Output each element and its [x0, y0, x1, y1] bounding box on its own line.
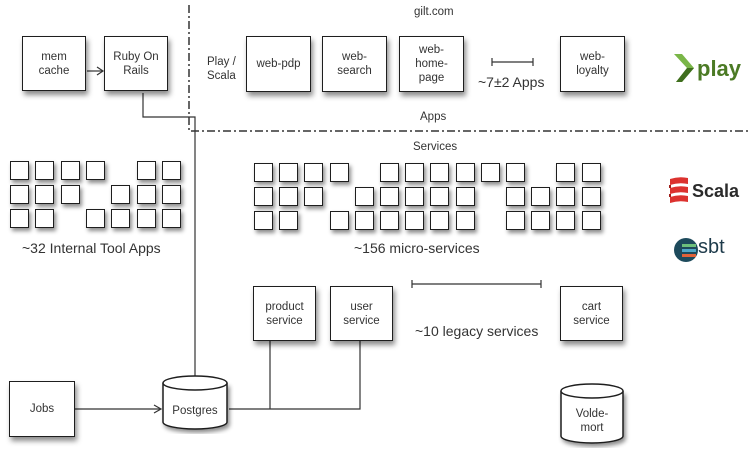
micro-service-box: [354, 211, 374, 230]
micro-service-box: [430, 163, 450, 182]
micro-service-box: [506, 163, 525, 182]
micro-service-box: [405, 163, 425, 182]
internal-tool-app-box: [161, 185, 181, 204]
play-logo-text: play: [697, 56, 742, 81]
micro-service-box: [405, 187, 425, 206]
postgres-label: Postgres: [172, 405, 218, 417]
apps-label: Apps: [420, 111, 447, 123]
micro-service-box: [430, 187, 450, 206]
micro-service-box: [556, 211, 576, 230]
app-web-search: web- search: [322, 36, 387, 92]
internal-tool-app-box: [161, 161, 181, 180]
micro-service-box: [405, 211, 425, 230]
internal-tool-app-box: [136, 209, 156, 228]
internal-tool-app-box: [85, 161, 105, 180]
micro-service-box: [329, 163, 349, 182]
micro-service-box: [254, 163, 273, 182]
gilt-domain-label: gilt.com: [414, 6, 454, 18]
micro-service-box: [531, 187, 551, 206]
voldemort-label: Volde- mort: [575, 408, 609, 434]
sbt-logo-text: sbt: [698, 236, 725, 258]
internal-tool-app-box: [136, 161, 156, 180]
micro-service-box: [455, 211, 475, 230]
micro-service-box: [556, 187, 576, 206]
internal-tool-app-box: [111, 209, 131, 228]
micro-service-box: [279, 163, 299, 182]
memcache-box: mem cache: [22, 36, 86, 91]
internal-tool-app-box: [85, 209, 105, 228]
internal-tool-app-box: [35, 161, 55, 180]
internal-tool-app-box: [111, 185, 131, 204]
internal-tool-app-box: [60, 185, 80, 204]
postgres-services-edge: [229, 341, 361, 410]
apps-range-bar: [491, 58, 534, 66]
micro-service-box: [279, 187, 299, 206]
micro-service-box: [581, 187, 601, 206]
scala-logo-icon: [669, 177, 688, 203]
app-web-home-page: web- home- page: [399, 36, 464, 92]
play-logo-icon: [674, 54, 694, 82]
internal-tool-app-box: [60, 161, 80, 180]
micro-service-box: [380, 211, 399, 230]
arrow-head: [96, 66, 105, 76]
services-label: Services: [413, 141, 458, 153]
micro-service-box: [455, 163, 475, 182]
micro-service-box: [455, 187, 475, 206]
product-service-box: product service: [253, 286, 316, 341]
micro-service-box: [254, 211, 273, 230]
cart-service-box: cart service: [560, 286, 623, 341]
micro-service-box: [506, 211, 525, 230]
micro-services-label: ~156 micro-services: [354, 240, 480, 256]
internal-tool-app-box: [10, 209, 29, 228]
micro-service-box: [531, 211, 551, 230]
arrow-head: [153, 404, 163, 414]
micro-service-box: [254, 187, 273, 206]
legacy-services-label: ~10 legacy services: [415, 323, 539, 339]
micro-service-box: [329, 211, 349, 230]
stack-label: Play / Scala: [207, 56, 236, 82]
rails-postgres-edge: [142, 93, 196, 378]
scala-logo-text: Scala: [692, 181, 740, 201]
user-service-box: user service: [330, 286, 393, 341]
ruby-on-rails-box: Ruby On Rails: [104, 36, 168, 91]
micro-service-box: [581, 163, 601, 182]
legacy-range-bar: [411, 280, 542, 288]
micro-service-box: [480, 163, 500, 182]
micro-service-box: [354, 187, 374, 206]
internal-tool-app-box: [35, 209, 55, 228]
postgres-cylinder-icon: [162, 375, 228, 430]
voldemort-cylinder-icon: [560, 383, 624, 444]
internal-tools-label: ~32 Internal Tool Apps: [22, 240, 161, 256]
sbt-logo-icon: [674, 238, 698, 262]
jobs-box: Jobs: [9, 381, 75, 437]
apps-boundary: [188, 5, 750, 132]
internal-tool-app-box: [136, 185, 156, 204]
micro-service-box: [506, 187, 525, 206]
app-web-pdp: web-pdp: [246, 36, 311, 92]
internal-tool-app-box: [10, 185, 29, 204]
apps-count-label: ~7±2 Apps: [478, 74, 545, 90]
micro-service-box: [430, 211, 450, 230]
micro-service-box: [304, 187, 324, 206]
internal-tool-app-box: [35, 185, 55, 204]
micro-service-box: [279, 211, 299, 230]
internal-tool-app-box: [10, 161, 29, 180]
micro-service-box: [380, 163, 399, 182]
micro-service-box: [304, 163, 324, 182]
micro-service-box: [556, 163, 576, 182]
micro-service-box: [581, 211, 601, 230]
micro-service-box: [380, 187, 399, 206]
internal-tool-app-box: [161, 209, 181, 228]
app-web-loyalty: web- loyalty: [560, 36, 625, 92]
